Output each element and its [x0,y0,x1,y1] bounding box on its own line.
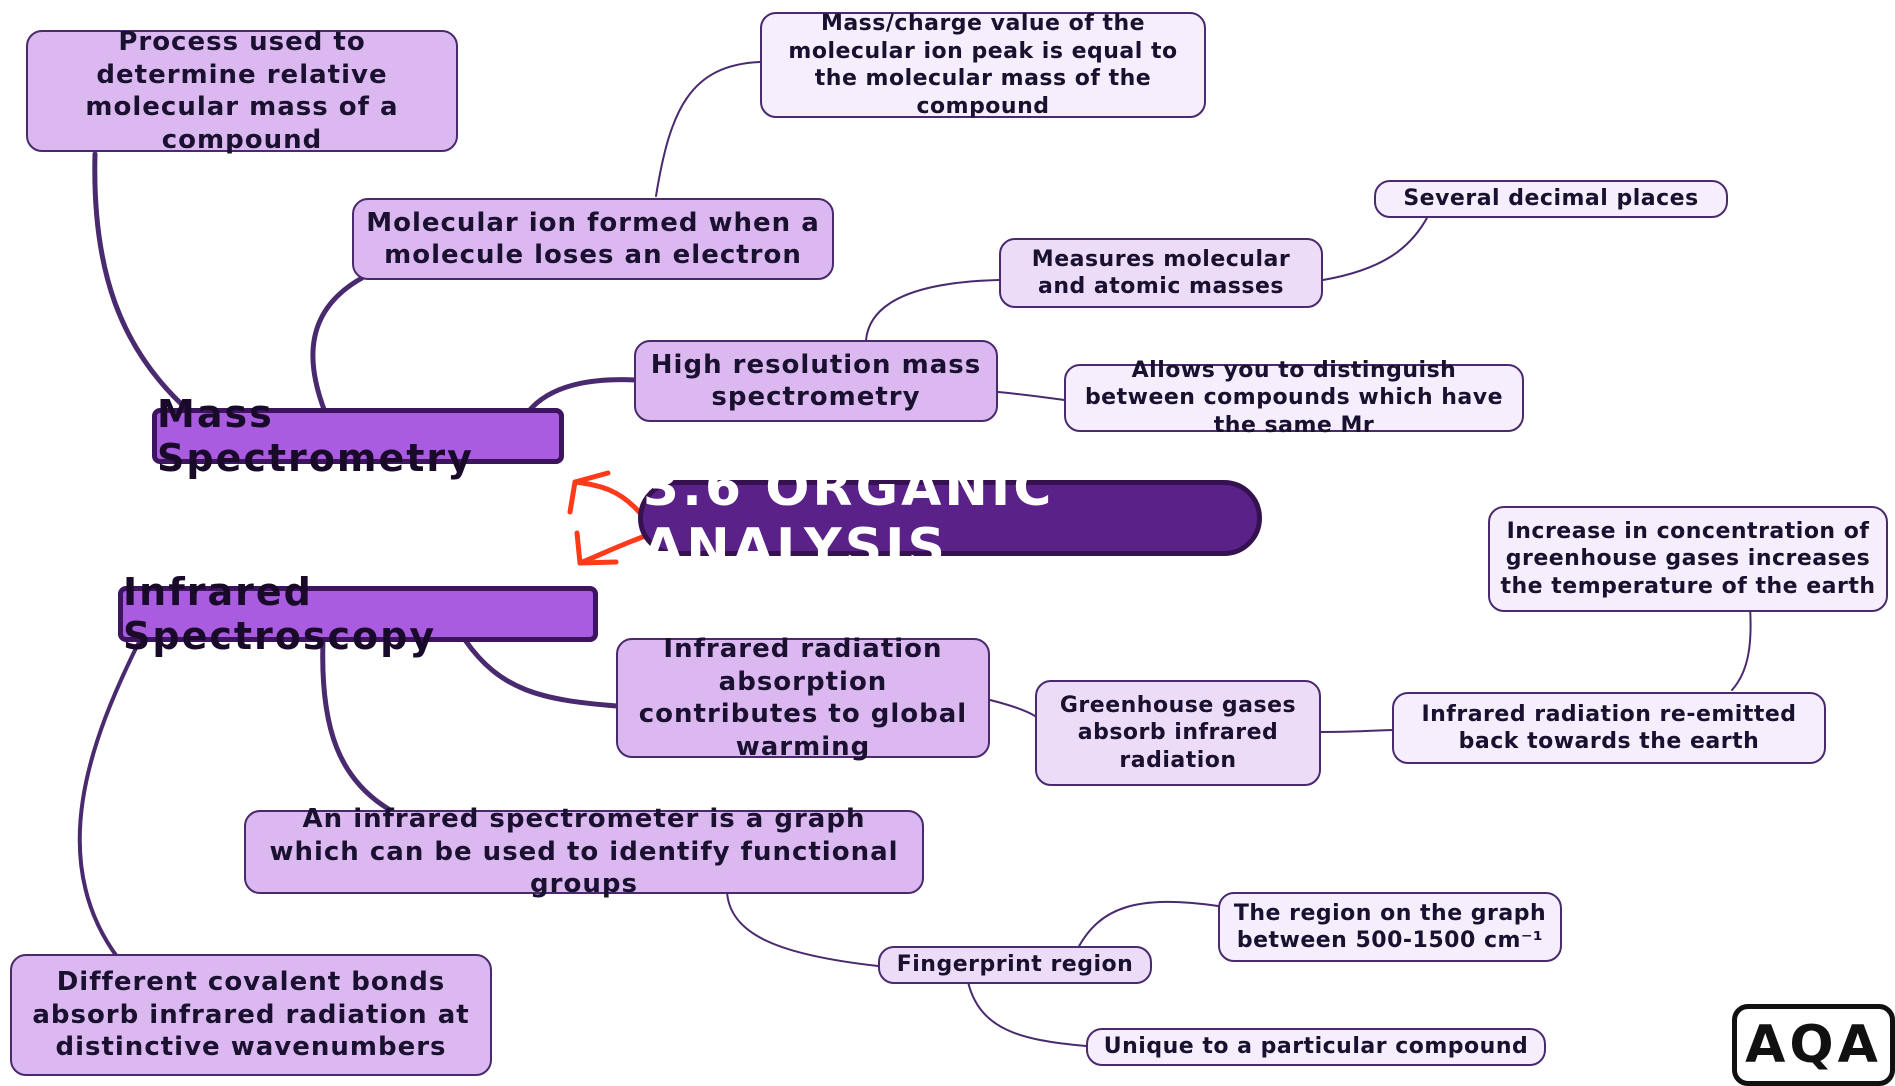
node-process-relative-mass[interactable]: Process used to determine relative molec… [26,27,458,155]
central-topic[interactable]: 3.6 ORGANIC ANALYSIS [638,458,1262,578]
node-fingerprint-region[interactable]: Fingerprint region [878,946,1152,984]
aqa-badge-label: AQA [1745,1015,1882,1075]
node-region-500-1500[interactable]: The region on the graph between 500-1500… [1218,892,1562,962]
link-ms-process [92,151,193,415]
link-greenhouse-reemitted [1320,729,1393,733]
node-radiation-re-emitted[interactable]: Infrared radiation re-emitted back towar… [1392,692,1826,764]
link-high-res-distinguish [997,391,1065,401]
link-molecular-ion-mass-charge [655,61,761,197]
branch-infrared-spectroscopy-label: Infrared Spectroscopy [123,570,437,658]
node-decimal-places[interactable]: Several decimal places [1374,180,1728,218]
node-unique-compound[interactable]: Unique to a particular compound [1086,1028,1546,1066]
branch-infrared-spectroscopy[interactable]: Infrared Spectroscopy [118,570,598,658]
central-topic-label: 3.6 ORGANIC ANALYSIS [643,458,1055,578]
branch-mass-spectrometry-label: Mass Spectrometry [157,392,474,480]
aqa-badge: AQA [1732,1004,1895,1086]
node-covalent-bonds[interactable]: Different covalent bonds absorb infrared… [10,954,492,1076]
link-ir-spectrometer [320,637,393,813]
node-greenhouse-absorb[interactable]: Greenhouse gases absorb infrared radiati… [1035,680,1321,786]
node-high-resolution[interactable]: High resolution mass spectrometry [634,340,998,422]
link-ms-molecular-ion [310,275,365,415]
link-spectrometer-fingerprint [726,891,879,967]
node-distinguish-mr[interactable]: Allows you to distinguish between compou… [1064,358,1524,438]
link-reemitted-concentration [1731,605,1752,691]
link-fingerprint-unique [967,981,1087,1047]
node-mass-charge-value[interactable]: Mass/charge value of the molecular ion p… [760,11,1206,119]
node-measures-masses[interactable]: Measures molecular and atomic masses [999,238,1323,308]
arrow-head-ir [574,530,619,566]
link-high-res-measures [865,279,1000,341]
node-global-warming[interactable]: Infrared radiation absorption contribute… [616,634,990,762]
node-concentration-temperature[interactable]: Increase in concentration of greenhouse … [1488,506,1888,612]
link-measures-decimal [1322,215,1429,281]
link-ir-covalent [77,638,142,960]
node-molecular-ion[interactable]: Molecular ion formed when a molecule los… [352,198,834,280]
arrow-to-infrared [577,532,651,566]
link-ms-high-resolution [525,377,639,415]
arrow-to-mass-spectrometry [572,479,643,516]
link-fingerprint-region [1076,900,1219,951]
arrow-head-ms [567,470,611,515]
link-ir-global-warming [462,637,620,709]
node-infrared-spectrometer[interactable]: An infrared spectrometer is a graph whic… [244,804,924,899]
branch-mass-spectrometry[interactable]: Mass Spectrometry [152,392,564,480]
link-global-greenhouse [989,699,1036,717]
